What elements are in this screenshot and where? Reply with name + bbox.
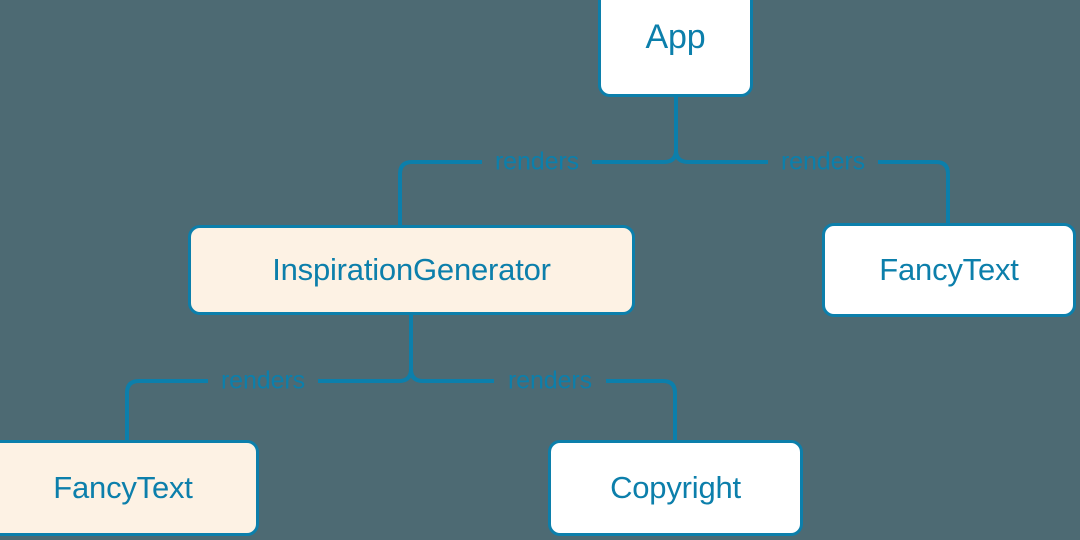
edge-app-stem: [592, 97, 678, 164]
edge-inspiration-generator-stem-right: [409, 368, 494, 383]
node-fancytext-bottom-left[interactable]: FancyText: [0, 440, 259, 536]
node-inspiration-generator[interactable]: InspirationGenerator: [188, 225, 635, 315]
node-inspiration-generator-label: InspirationGenerator: [272, 252, 551, 287]
node-fancytext-right[interactable]: FancyText: [822, 223, 1076, 317]
edge-label-app-to-fancytext-right: renders: [780, 147, 866, 176]
node-app[interactable]: App: [598, 0, 753, 97]
edge-inspiration-generator-to-fancytext-bottom-left: [125, 379, 208, 440]
node-copyright-label: Copyright: [610, 470, 741, 505]
edge-inspiration-generator-to-copyright: [606, 379, 677, 440]
node-fancytext-bottom-left-label: FancyText: [53, 470, 193, 505]
node-app-label: App: [645, 18, 706, 56]
node-copyright[interactable]: Copyright: [548, 440, 803, 536]
node-fancytext-right-label: FancyText: [879, 252, 1019, 287]
edge-label-app-to-inspiration-generator: renders: [494, 147, 580, 176]
edge-label-inspiration-generator-to-copyright: renders: [507, 366, 593, 395]
edge-app-to-fancytext-right: [878, 160, 950, 223]
edge-inspiration-generator-stem-left: [318, 315, 413, 383]
edge-app-stem-right: [674, 149, 768, 164]
edge-app-to-inspiration-generator: [398, 160, 482, 225]
edge-label-inspiration-generator-to-fancytext-bottom-left: renders: [220, 366, 306, 395]
